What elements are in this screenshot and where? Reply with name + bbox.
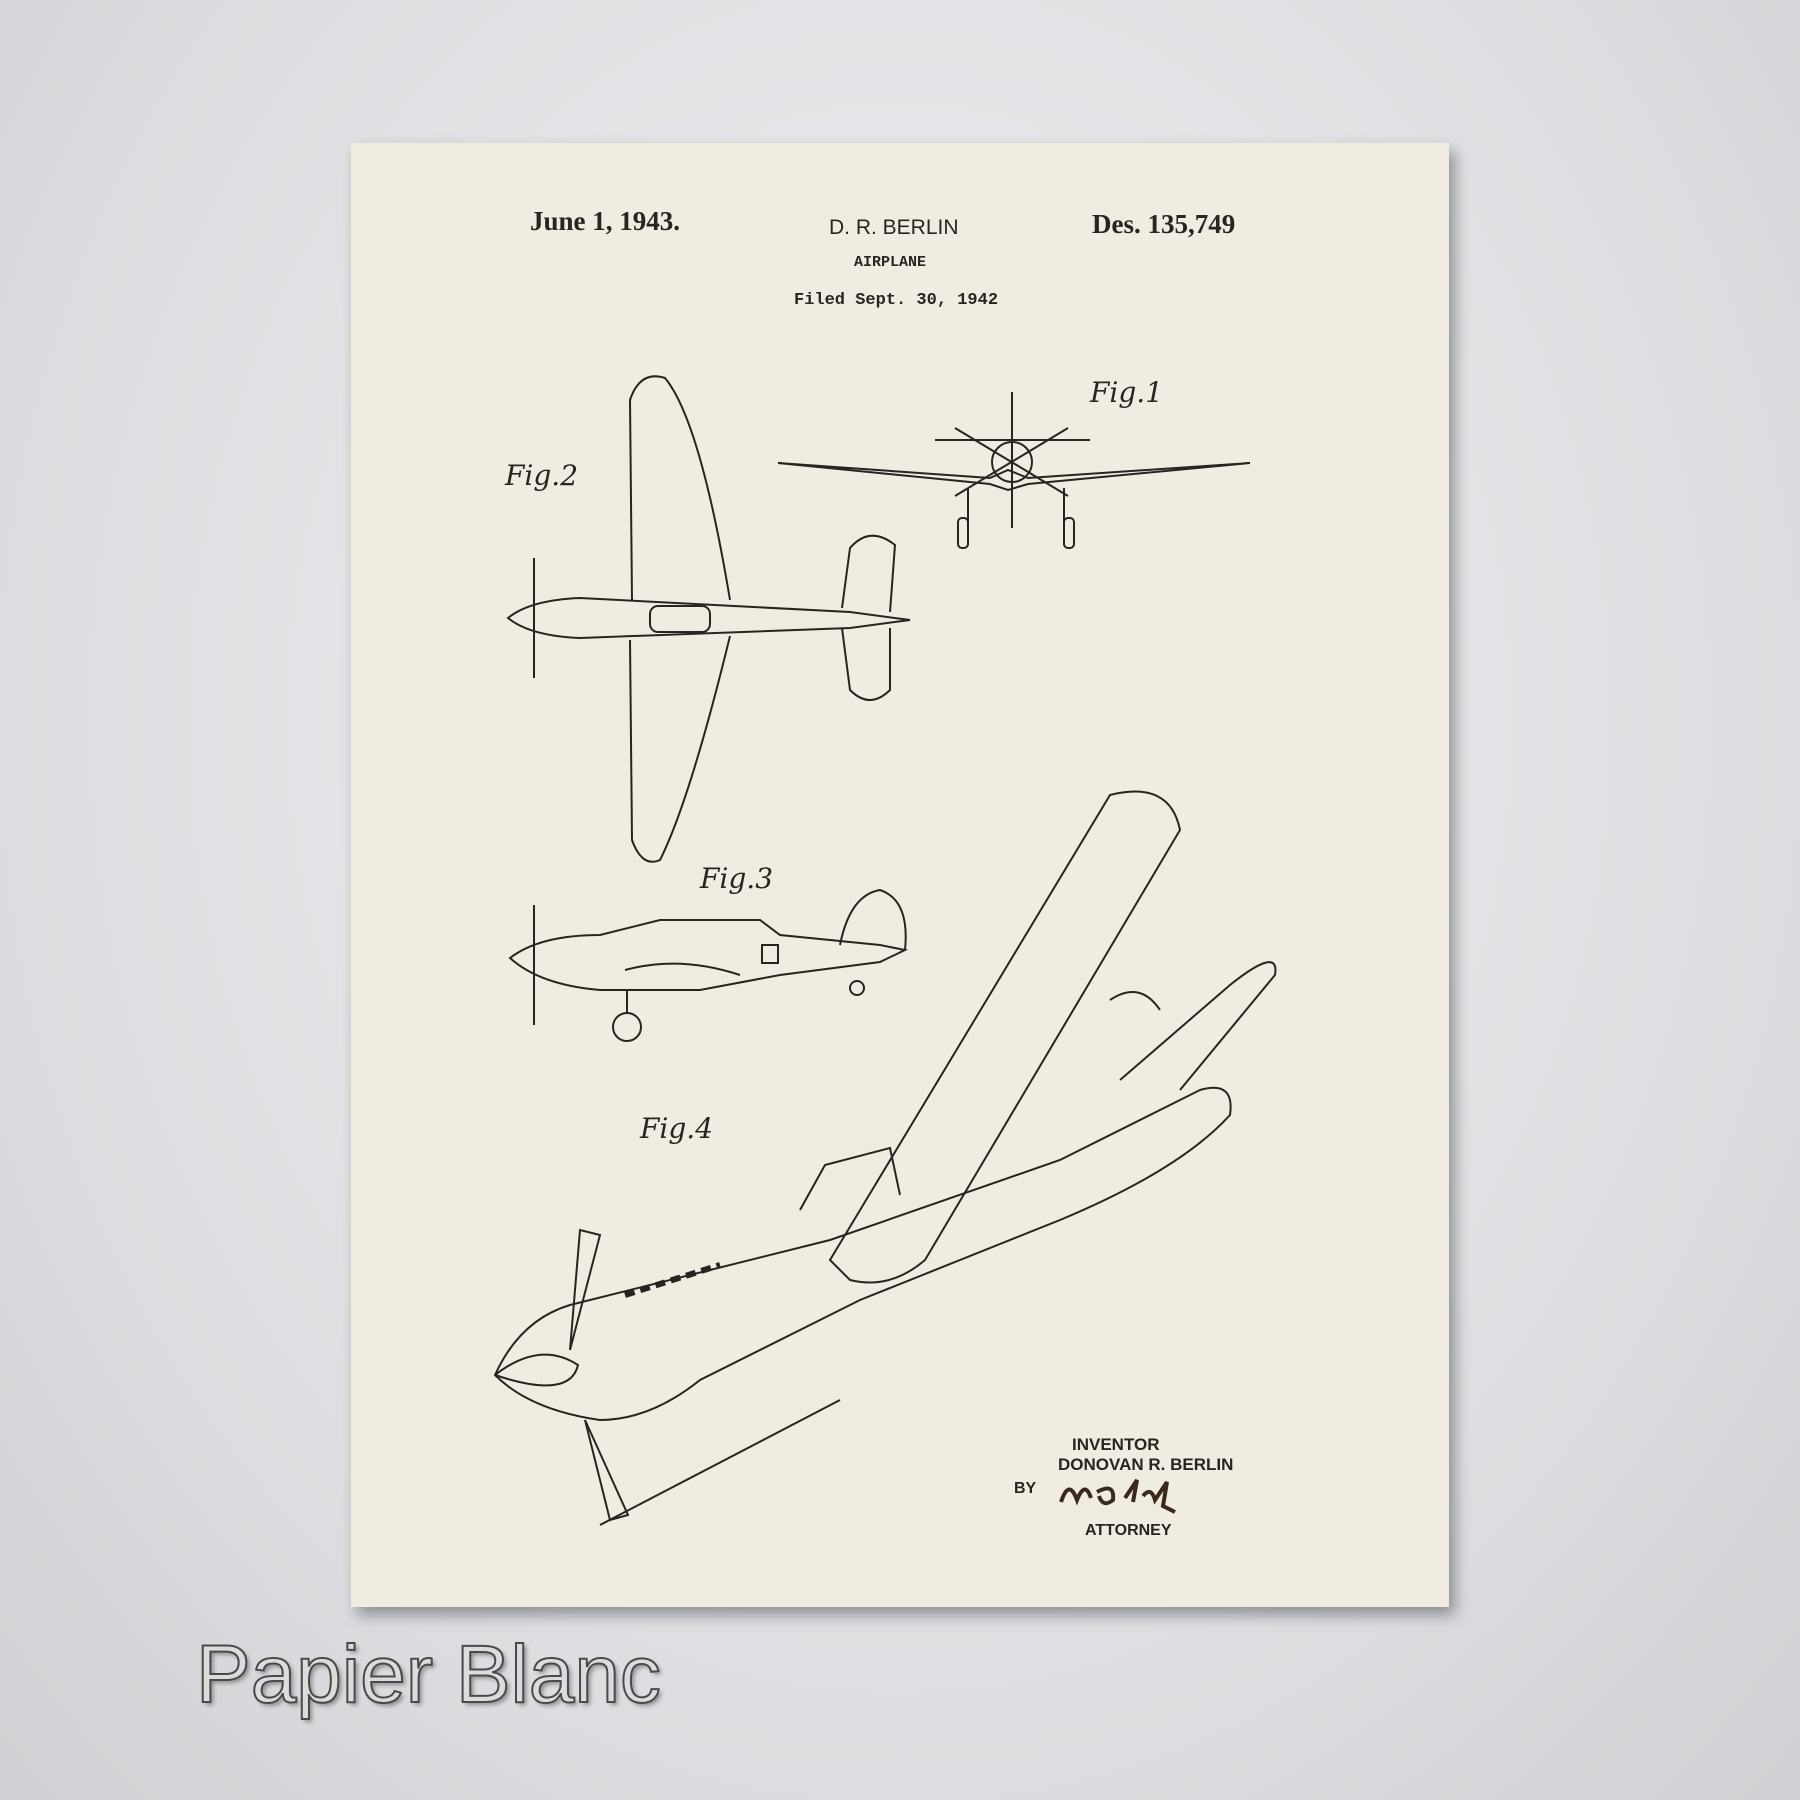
inventor-label: INVENTOR xyxy=(1072,1435,1160,1454)
patent-print xyxy=(351,143,1449,1607)
inventor-header: D. R. BERLIN xyxy=(829,216,959,239)
patent-date: June 1, 1943. xyxy=(530,206,681,236)
patent-title: AIRPLANE xyxy=(854,254,927,271)
by-label: BY xyxy=(1014,1480,1037,1497)
attorney-signature xyxy=(1059,1478,1176,1514)
paper-type-caption: Papier Blanc xyxy=(195,1628,662,1721)
fig-1-front-view xyxy=(777,392,1251,549)
inventor-full-name: DONOVAN R. BERLIN xyxy=(1058,1455,1234,1474)
fig-2-label: Fig.2 xyxy=(505,459,579,492)
fig-2-top-view xyxy=(506,375,911,863)
fig-4-perspective-view xyxy=(493,790,1277,1526)
attorney-label: ATTORNEY xyxy=(1085,1522,1172,1539)
fig-3-side-view xyxy=(508,888,909,1042)
fig-1-label: Fig.1 xyxy=(1090,376,1164,409)
patent-number: Des. 135,749 xyxy=(1092,209,1236,239)
fig-3-label: Fig.3 xyxy=(700,862,774,895)
fig-4-label: Fig.4 xyxy=(640,1112,714,1145)
filed-date: Filed Sept. 30, 1942 xyxy=(794,291,999,310)
